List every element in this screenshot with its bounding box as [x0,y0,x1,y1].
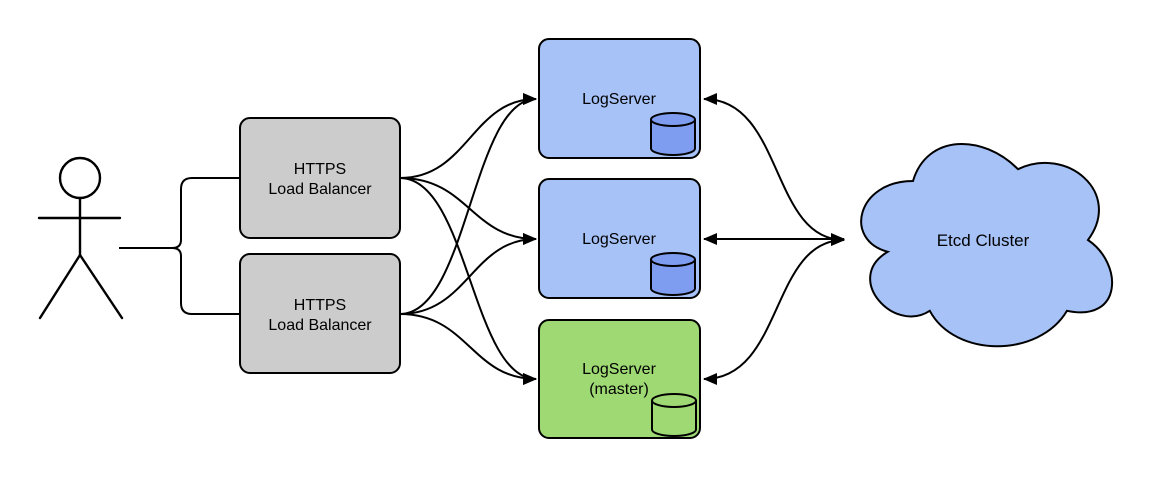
edge-user-to-load-balancers [119,177,240,315]
database-cylinder-icon [650,112,696,156]
log-server-2: LogServer [538,178,701,299]
log-server-3-master: LogServer (master) [538,319,701,439]
cloud-shape-icon [860,142,1114,348]
database-cylinder-icon [650,252,696,296]
actor-legs [38,253,124,320]
log-server-3-label-line1: LogServer [582,361,656,378]
database-cylinder-icon [651,393,697,437]
load-balancer-2-label-line1: HTTPS [294,297,346,314]
actor-head [58,156,102,200]
edge-lb2-to-logserver2 [399,233,537,315]
edge-lb1-to-logserver1 [399,93,537,179]
load-balancer-1: HTTPS Load Balancer [239,117,401,239]
log-server-1: LogServer [538,38,701,159]
load-balancer-1-box [239,117,401,239]
load-balancer-2-label-line2: Load Balancer [268,317,372,334]
user-actor [37,156,124,320]
edge-logserver1-to-etcd [703,93,845,246]
edge-lb2-to-logserver3 [399,313,537,385]
edge-lb2-to-logserver1 [399,93,537,315]
log-server-2-label: LogServer [582,231,656,248]
load-balancer-1-label-line2: Load Balancer [268,181,372,198]
log-server-3-label-line2: (master) [589,381,649,398]
log-server-1-label: LogServer [582,91,656,108]
edge-logserver3-to-etcd [703,234,845,385]
load-balancer-2: HTTPS Load Balancer [239,253,401,374]
stick-figure-icon [37,156,124,320]
load-balancer-1-label-line1: HTTPS [294,161,346,178]
etcd-cluster: Etcd Cluster [860,142,1114,348]
etcd-cluster-label: Etcd Cluster [937,231,1030,250]
edge-lb1-to-logserver3 [399,177,537,385]
